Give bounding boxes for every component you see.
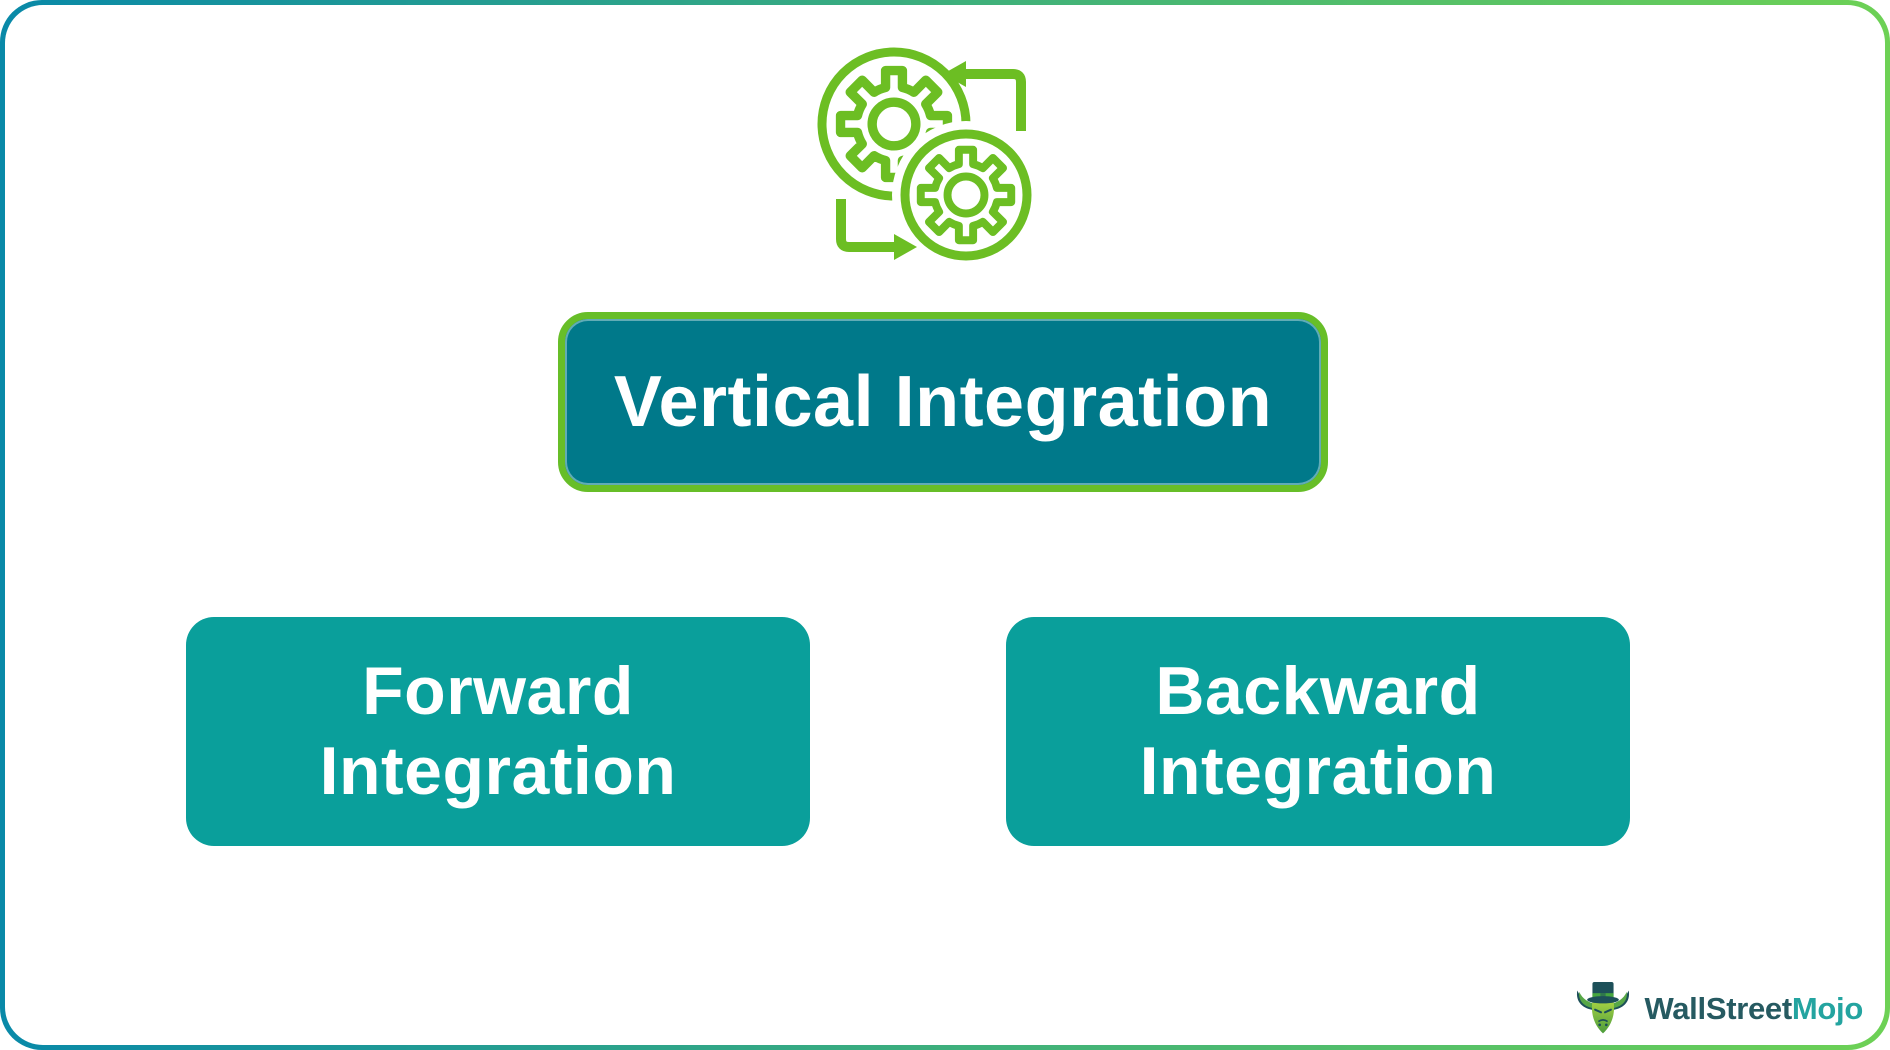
node-forward-integration: Forward Integration	[186, 617, 810, 846]
node-label: Vertical Integration	[613, 362, 1273, 442]
node-vertical-integration: Vertical Integration	[558, 312, 1328, 492]
logo-text-secondary: Mojo	[1791, 991, 1863, 1026]
infographic-canvas: Vertical Integration Forward Integration…	[5, 5, 1885, 1045]
node-label-line: Integration	[1139, 732, 1497, 809]
logo-text: WallStreetMojo	[1644, 991, 1863, 1027]
wallstreetmojo-logo: WallStreetMojo	[1570, 975, 1863, 1043]
bull-mascot-icon	[1577, 981, 1630, 1034]
node-label-line: Forward	[362, 652, 634, 729]
gears-process-icon	[817, 47, 1040, 261]
node-backward-integration: Backward Integration	[1006, 617, 1630, 846]
node-label-line: Integration	[319, 732, 677, 809]
node-label-line: Backward	[1155, 652, 1481, 729]
logo-text-primary: WallStreet	[1644, 991, 1792, 1026]
